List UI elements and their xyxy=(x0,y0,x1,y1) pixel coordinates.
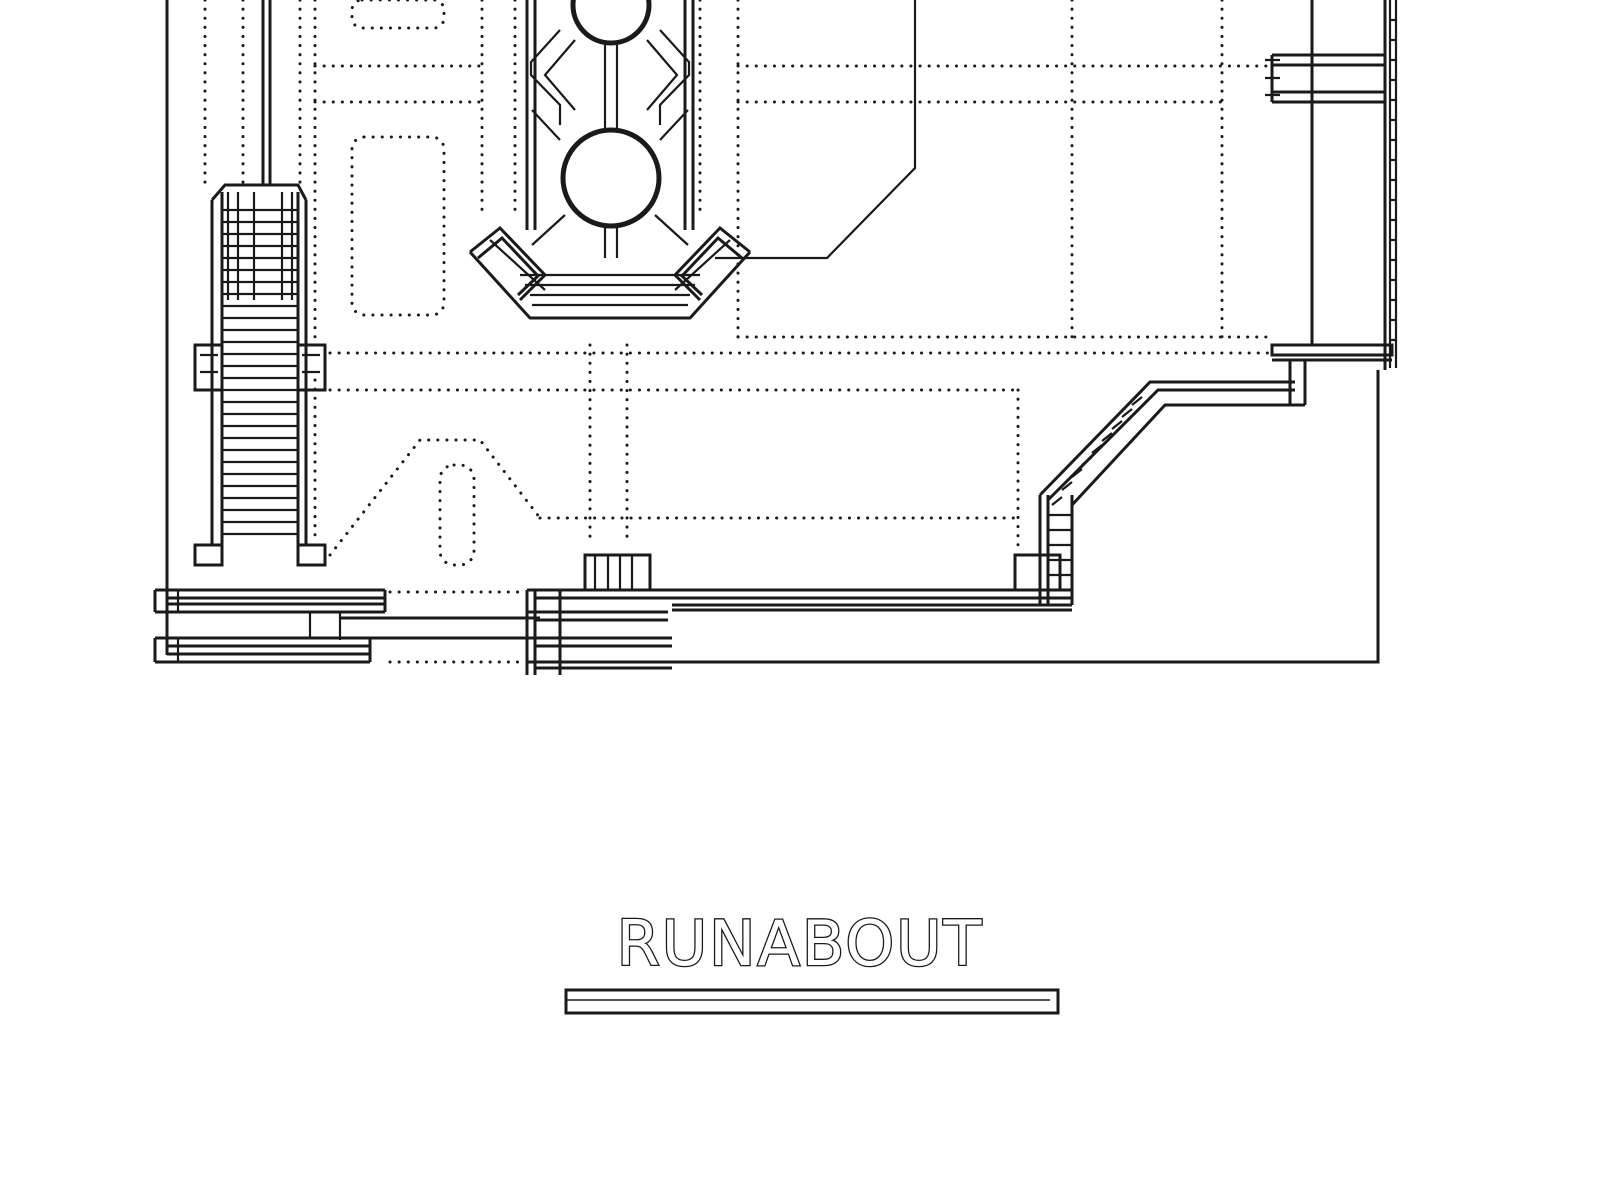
bottom-center-fences xyxy=(525,553,1072,675)
plan-title: RUNABOUT xyxy=(617,907,984,980)
outer-walls xyxy=(165,0,1398,664)
title-underline xyxy=(564,988,1060,1015)
right-staircase xyxy=(1013,18,1396,605)
dotted-guides xyxy=(203,0,1270,664)
stair-treads xyxy=(222,208,298,536)
upper-circle xyxy=(570,0,652,46)
central-booth xyxy=(468,0,752,320)
bottom-left-fences xyxy=(153,588,540,664)
left-staircase xyxy=(193,0,327,567)
lower-circle xyxy=(560,127,662,229)
title-block: RUNABOUT xyxy=(564,906,1060,1015)
